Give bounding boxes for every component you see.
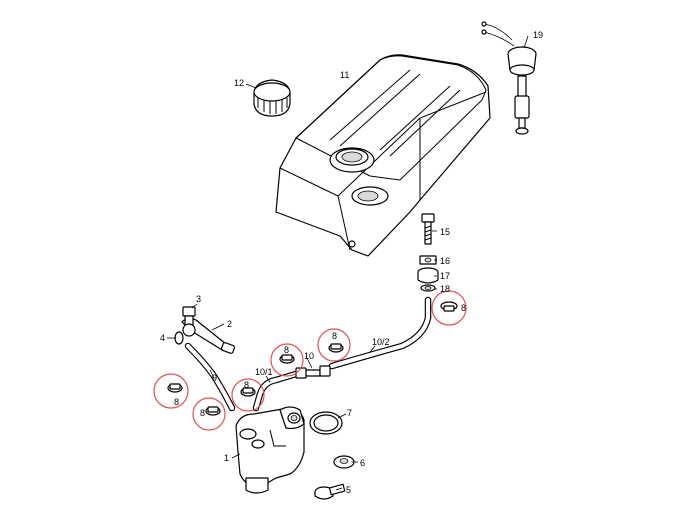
hose-10-1 bbox=[252, 370, 300, 412]
screw-5 bbox=[314, 483, 346, 500]
label-part-12: 12 bbox=[234, 78, 244, 88]
label-part-7: 7 bbox=[347, 408, 352, 418]
label-part-19: 19 bbox=[533, 30, 543, 40]
nut-16 bbox=[419, 255, 437, 265]
label-part-15: 15 bbox=[440, 227, 450, 237]
banjo-bolt-3 bbox=[182, 306, 196, 337]
hose-9 bbox=[184, 342, 236, 412]
label-part-8: 8 bbox=[284, 345, 289, 355]
highlight-circle bbox=[431, 290, 467, 326]
o-ring-7 bbox=[309, 411, 343, 435]
label-part-17: 17 bbox=[440, 271, 450, 281]
tank-cap bbox=[253, 79, 291, 117]
label-part-8: 8 bbox=[244, 380, 249, 390]
label-part-8: 8 bbox=[200, 408, 205, 418]
highlight-circles bbox=[153, 290, 467, 431]
label-part-11: 11 bbox=[340, 70, 349, 80]
highlight-circle bbox=[231, 378, 265, 412]
bolt-15 bbox=[421, 213, 435, 245]
part-labels: 1 2 3 4 5 6 7 8 8 8 8 8 8 9 10 10/1 10/2… bbox=[160, 30, 543, 495]
label-part-1: 1 bbox=[224, 453, 229, 463]
label-part-9: 9 bbox=[212, 373, 217, 383]
hose-10-2 bbox=[328, 296, 432, 370]
label-part-6: 6 bbox=[360, 458, 365, 468]
label-part-2: 2 bbox=[227, 319, 232, 329]
rubber-bush-17 bbox=[417, 267, 439, 284]
washer-6 bbox=[333, 455, 355, 469]
label-part-8: 8 bbox=[461, 303, 466, 313]
label-part-8: 8 bbox=[174, 397, 179, 407]
label-part-10: 10 bbox=[304, 351, 314, 361]
label-part-4: 4 bbox=[160, 333, 165, 343]
label-part-3: 3 bbox=[196, 294, 201, 304]
label-part-10-1: 10/1 bbox=[255, 367, 273, 377]
hose-clamp bbox=[167, 301, 458, 416]
highlight-circle bbox=[192, 397, 226, 431]
fuel-gauge-sender bbox=[481, 21, 537, 135]
highlight-circle bbox=[270, 343, 304, 377]
fuel-tap bbox=[235, 406, 305, 494]
label-part-8: 8 bbox=[332, 331, 337, 341]
highlight-circle bbox=[153, 373, 189, 409]
leader-lines bbox=[167, 35, 529, 491]
label-part-5: 5 bbox=[346, 485, 351, 495]
label-part-10-2: 10/2 bbox=[372, 337, 390, 347]
washer-4 bbox=[174, 331, 184, 345]
label-part-18: 18 bbox=[440, 284, 450, 294]
highlight-circle bbox=[317, 328, 351, 362]
fuel-tank bbox=[275, 54, 491, 257]
label-part-16: 16 bbox=[440, 256, 450, 266]
washer-18 bbox=[420, 284, 436, 292]
